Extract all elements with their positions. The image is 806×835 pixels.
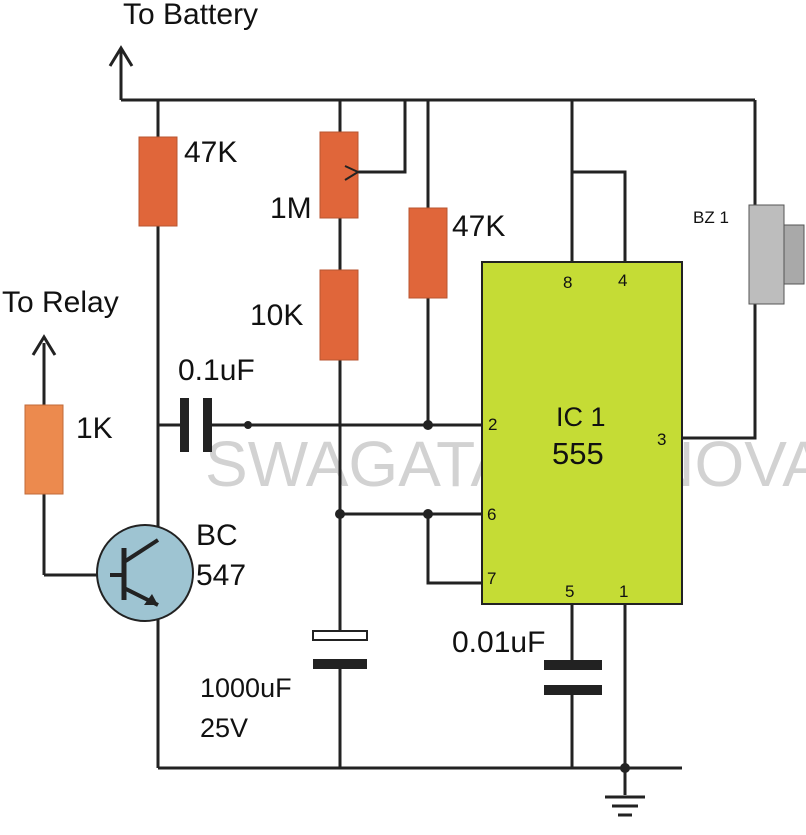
- pin-3-label: 3: [657, 430, 666, 449]
- buzzer-body: [748, 204, 785, 305]
- capacitor-c3-plate: [544, 660, 602, 670]
- pin-7-label: 7: [487, 569, 496, 588]
- battery-label: To Battery: [123, 0, 258, 31]
- pot-value-label: 1M: [270, 192, 312, 225]
- resistor-r4: [24, 404, 64, 495]
- transistor-label-line2: 547: [196, 559, 246, 592]
- r2-value-label: 10K: [250, 299, 303, 332]
- capacitor-c3-plate: [544, 685, 602, 695]
- junction-dot: [620, 763, 630, 773]
- ground-icon: [605, 795, 645, 817]
- emitter-arrow-icon: [144, 594, 158, 605]
- c3-value-label: 0.01uF: [452, 626, 545, 659]
- pin7-wire: [426, 514, 482, 585]
- pin-5-label: 5: [565, 582, 574, 601]
- relay-arrow-icon: [31, 334, 57, 356]
- pot-wiper-wire: [348, 100, 407, 174]
- r3-value-label: 47K: [452, 210, 505, 243]
- c2-voltage-label: 25V: [200, 713, 248, 743]
- c2-value-label: 1000uF: [200, 673, 292, 703]
- transistor-label-line1: BC: [196, 519, 238, 552]
- pin4-wire: [572, 170, 627, 262]
- capacitor-c2-negative-plate: [313, 659, 367, 669]
- pin-6-label: 6: [487, 505, 496, 524]
- buzzer-sounder: [783, 224, 805, 285]
- r4-value-label: 1K: [76, 412, 113, 445]
- capacitor-c1-plate: [203, 398, 212, 452]
- resistor-r1: [138, 136, 178, 227]
- r1-value-label: 47K: [184, 136, 237, 169]
- relay-label: To Relay: [2, 286, 119, 319]
- c1-value-label: 0.1uF: [178, 354, 255, 387]
- battery-arrow-icon: [108, 45, 134, 67]
- pin3-wire: [682, 304, 757, 440]
- junction-dot: [244, 421, 252, 429]
- junction-dot: [423, 420, 433, 430]
- capacitor-c2-positive-plate: [312, 630, 368, 641]
- pin-1-label: 1: [619, 582, 628, 601]
- pin-2-label: 2: [488, 415, 497, 434]
- resistor-r3: [408, 207, 448, 299]
- junction-dot: [423, 509, 433, 519]
- ic-name-label: IC 1: [556, 402, 606, 432]
- junction-dot: [335, 509, 345, 519]
- pin-4-label: 4: [618, 271, 627, 290]
- transistor-bc547: [96, 524, 194, 622]
- pin-8-label: 8: [563, 273, 572, 292]
- resistor-r2: [319, 269, 359, 361]
- ic-555-body: [481, 261, 683, 605]
- junctions: [244, 420, 630, 773]
- buzzer-label: BZ 1: [693, 208, 729, 227]
- wires: [42, 48, 757, 795]
- pot-wiper-arrow-icon: [344, 165, 361, 181]
- ic-part-label: 555: [552, 436, 604, 471]
- capacitor-c1-plate: [180, 398, 189, 452]
